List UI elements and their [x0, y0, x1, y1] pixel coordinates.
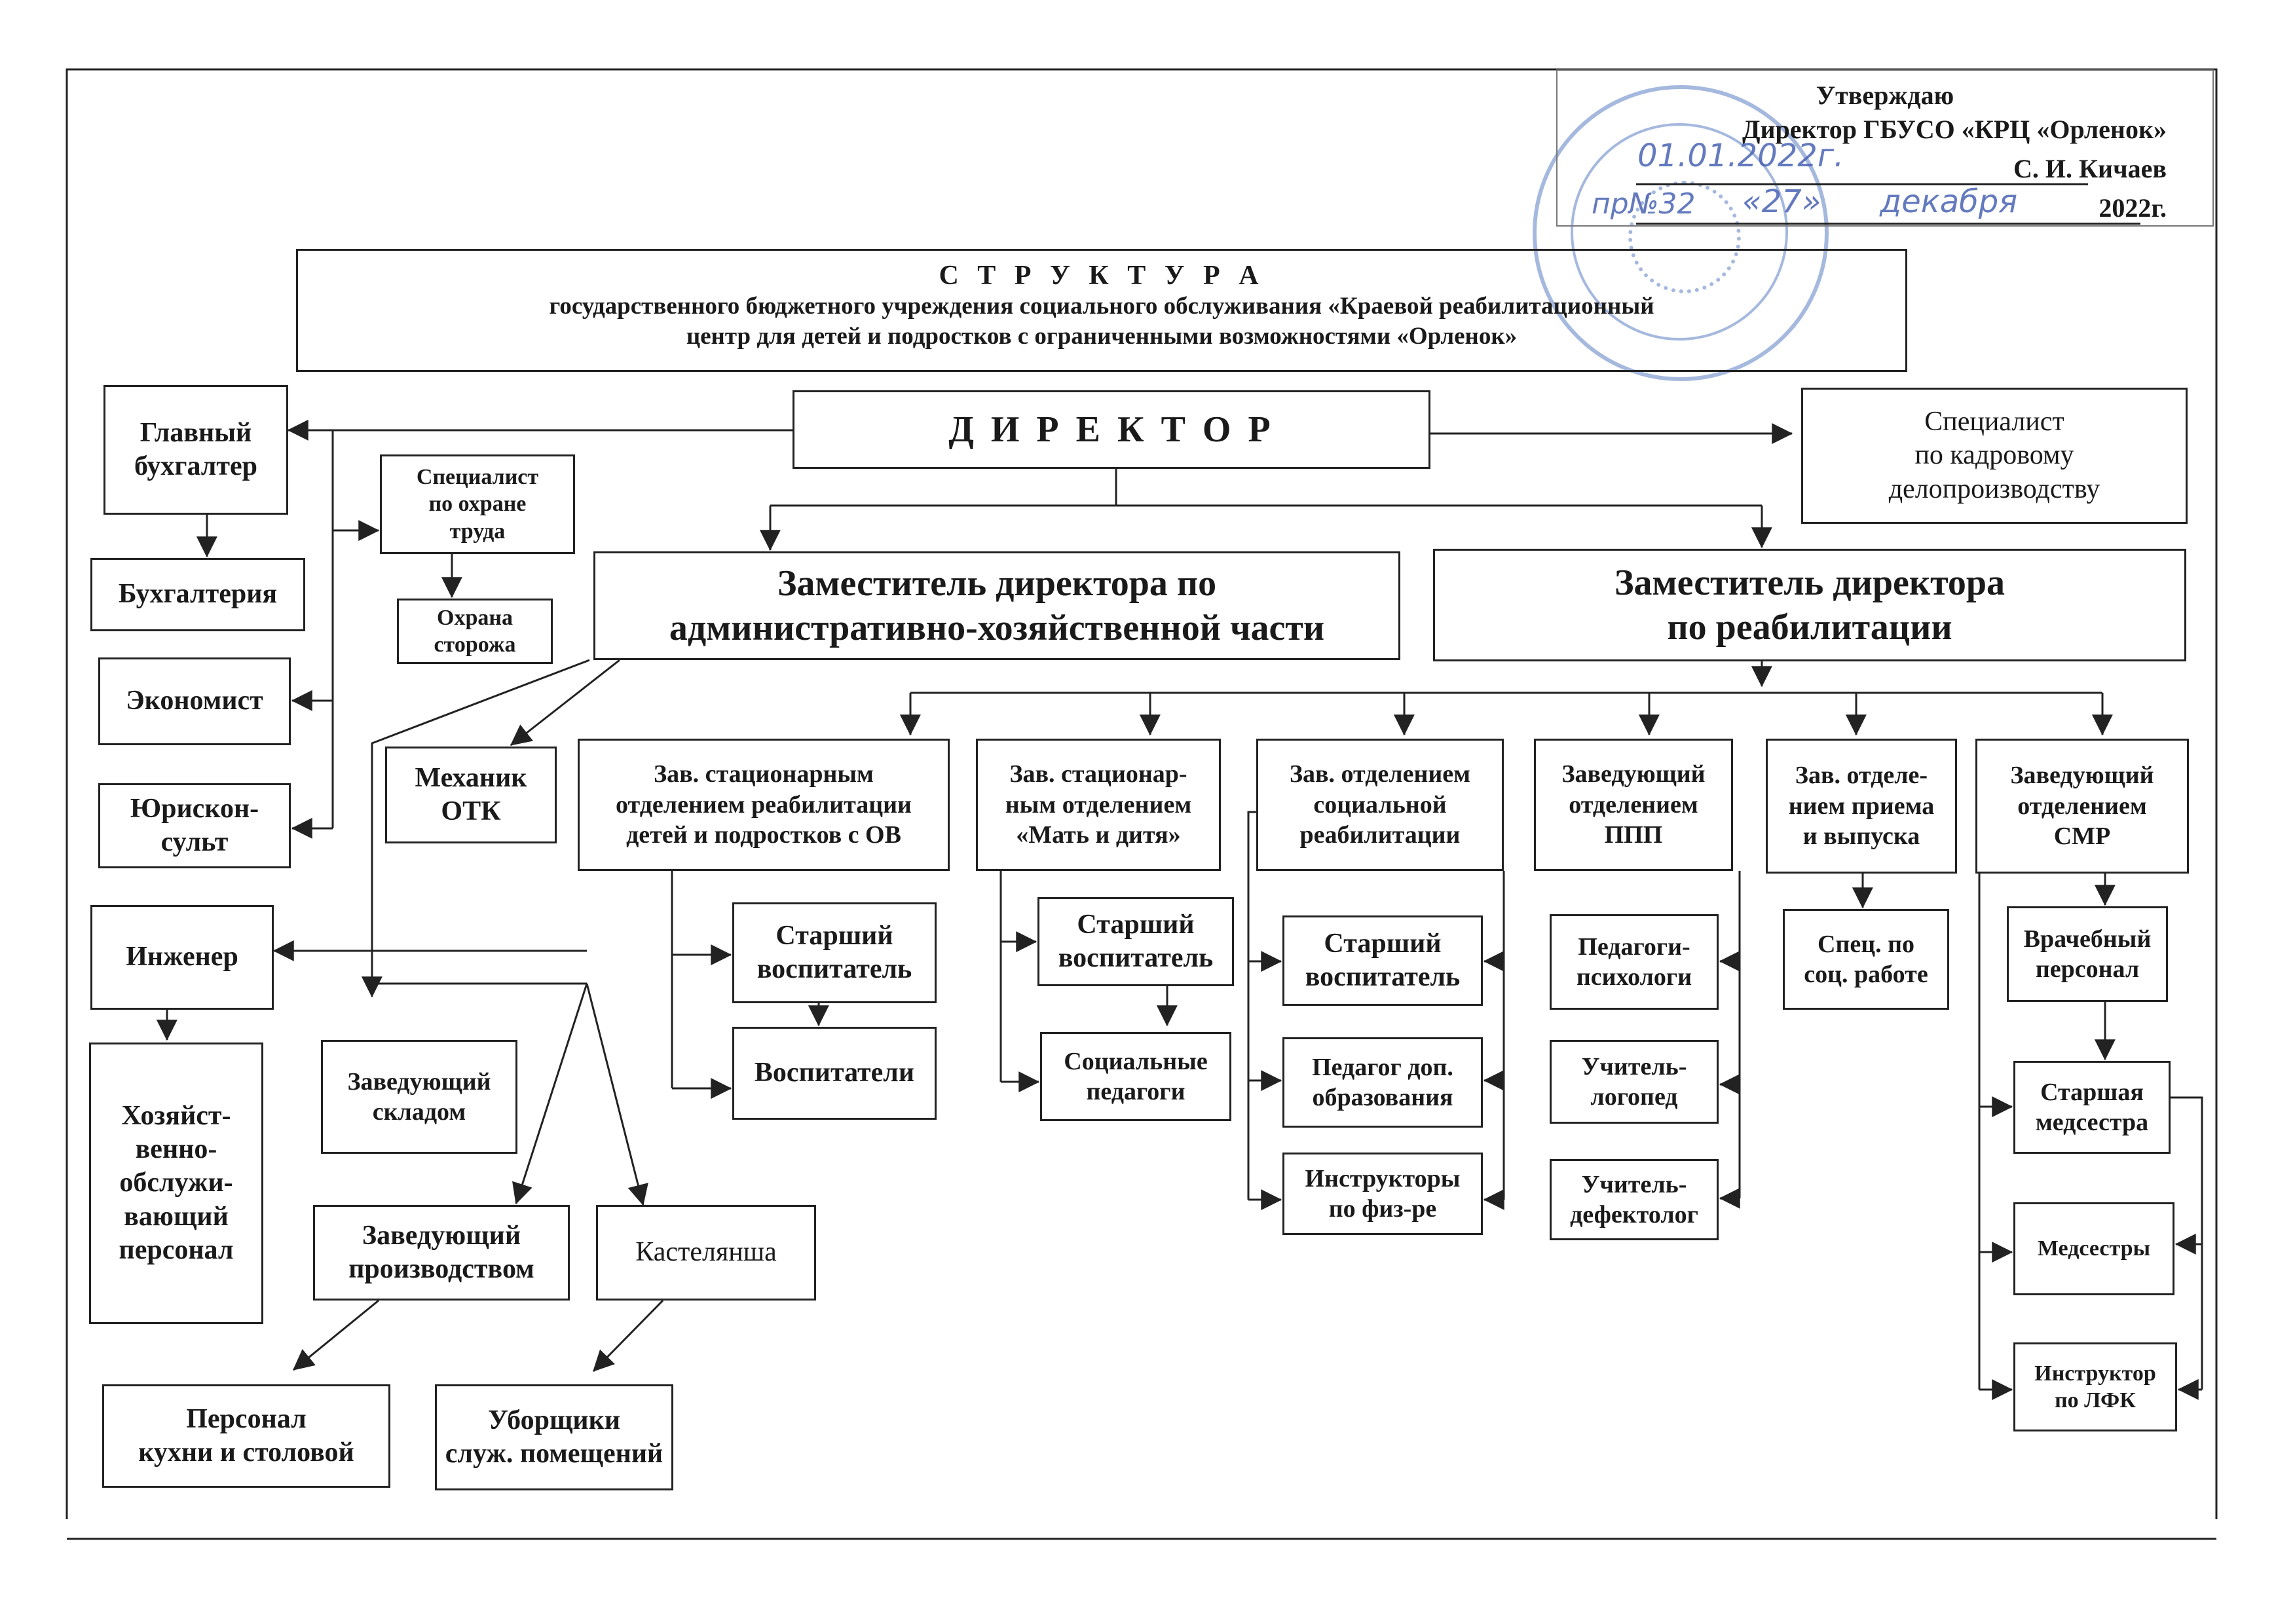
approval-line-1: Утверждаю	[1816, 81, 1954, 110]
box-warehouse-head: Заведующий складом	[321, 1040, 517, 1154]
box-mechanic: Механик ОТК	[385, 747, 557, 843]
box-head-admission: Зав. отделе- нием приема и выпуска	[1766, 739, 1957, 874]
box-nurses: Медсестры	[2013, 1202, 2174, 1295]
box-pe-instructors: Инструкторы по физ-ре	[1282, 1153, 1483, 1235]
box-head-ppp: Заведующий отделением ППП	[1534, 739, 1733, 871]
linen-keeper-label: Кастелянша	[635, 1237, 777, 1268]
box-head-nurse: Старшая медсестра	[2013, 1061, 2171, 1154]
box-extra-ed-teacher: Педагог доп. образования	[1282, 1037, 1483, 1128]
handwritten-date: 01.01.2022г.	[1637, 138, 1844, 174]
frame-line	[65, 68, 2218, 1519]
box-social-pedagogues: Социальные педагоги	[1040, 1032, 1231, 1121]
box-head-smr: Заведующий отделением СМР	[1975, 739, 2189, 874]
line-production-kitchen	[292, 1299, 379, 1371]
handwritten-month: декабря	[1880, 183, 2018, 220]
approval-signature: С. И. Кичаев	[2013, 154, 2167, 183]
title-heading: С Т Р У К Т У Р А	[939, 261, 1265, 291]
box-director: Д И Р Е К Т О Р	[793, 390, 1430, 469]
box-head-mother-child: Зав. стационар- ным отделением «Мать и д…	[976, 739, 1221, 871]
box-economist: Экономист	[98, 657, 291, 745]
line-fan-production	[512, 983, 588, 1205]
box-deputy-rehab: Заместитель директора по реабилитации	[1433, 549, 2186, 661]
title-subtitle: государственного бюджетного учреждения с…	[549, 293, 1654, 350]
box-legal-adviser: Юрискон- сульт	[98, 783, 291, 868]
box-production-head: Заведующий производством	[313, 1205, 570, 1301]
box-labor-safety: Специалист по охране труда	[380, 454, 575, 554]
box-medical-staff: Врачебный персонал	[2007, 906, 2168, 1002]
document-title: С Т Р У К Т У Р А государственного бюдже…	[296, 249, 1907, 372]
box-defectologist: Учитель- дефектолог	[1550, 1159, 1719, 1240]
box-chief-accountant: Главный бухгалтер	[103, 385, 288, 515]
box-senior-educator-2: Старший воспитатель	[1037, 897, 1234, 986]
box-educators: Воспитатели	[732, 1027, 937, 1120]
box-engineer: Инженер	[90, 905, 274, 1010]
approval-date: 2022г.	[2099, 193, 2167, 223]
box-psychologists: Педагоги- психологи	[1550, 914, 1719, 1010]
seal-stamp	[1533, 85, 1829, 381]
line-d6-rail-right	[2171, 1096, 2203, 1390]
box-cleaners: Уборщики служ. помещений	[435, 1384, 673, 1490]
box-hr-specialist: Специалист по кадровому делопроизводству	[1801, 388, 2188, 524]
handwritten-day: «27»	[1742, 183, 1821, 220]
approval-block: Утверждаю Директор ГБУСО «КРЦ «Орленок» …	[1556, 69, 2214, 227]
hr-specialist-label: Специалист по кадровому делопроизводству	[1888, 407, 2100, 504]
approval-line-2: Директор ГБУСО «КРЦ «Орленок»	[1742, 115, 2167, 144]
box-exercise-instructor: Инструктор по ЛФК	[2013, 1342, 2177, 1431]
line-d3-rail-left	[1247, 811, 1256, 1200]
box-maintenance-staff: Хозяйст- венно- обслужи- вающий персонал	[89, 1043, 263, 1324]
box-social-work-spec: Спец. по соц. работе	[1783, 909, 1949, 1010]
line-linen-cleaners	[592, 1299, 664, 1373]
box-deputy-admin: Заместитель директора по административно…	[593, 551, 1400, 660]
box-accounting: Бухгалтерия	[90, 558, 305, 631]
handwritten-order: пр№32	[1592, 187, 1696, 221]
box-senior-educator-1: Старший воспитатель	[732, 902, 937, 1003]
box-linen-keeper: Кастелянша	[596, 1205, 816, 1301]
line-admin-mechanic	[510, 659, 620, 747]
date-underline	[1636, 223, 2140, 225]
box-senior-educator-3: Старший воспитатель	[1282, 915, 1483, 1006]
signature-underline	[1636, 183, 2088, 185]
box-guards: Охрана сторожа	[397, 599, 553, 664]
line-admin-left	[361, 659, 590, 998]
line-fan-linen	[586, 983, 648, 1206]
box-speech-therapist: Учитель- логопед	[1550, 1040, 1719, 1124]
box-head-inpatient-ov: Зав. стационарным отделением реабилитаци…	[578, 739, 950, 871]
box-kitchen-staff: Персонал кухни и столовой	[102, 1384, 390, 1488]
box-head-social-rehab: Зав. отделением социальной реабилитации	[1256, 739, 1504, 871]
